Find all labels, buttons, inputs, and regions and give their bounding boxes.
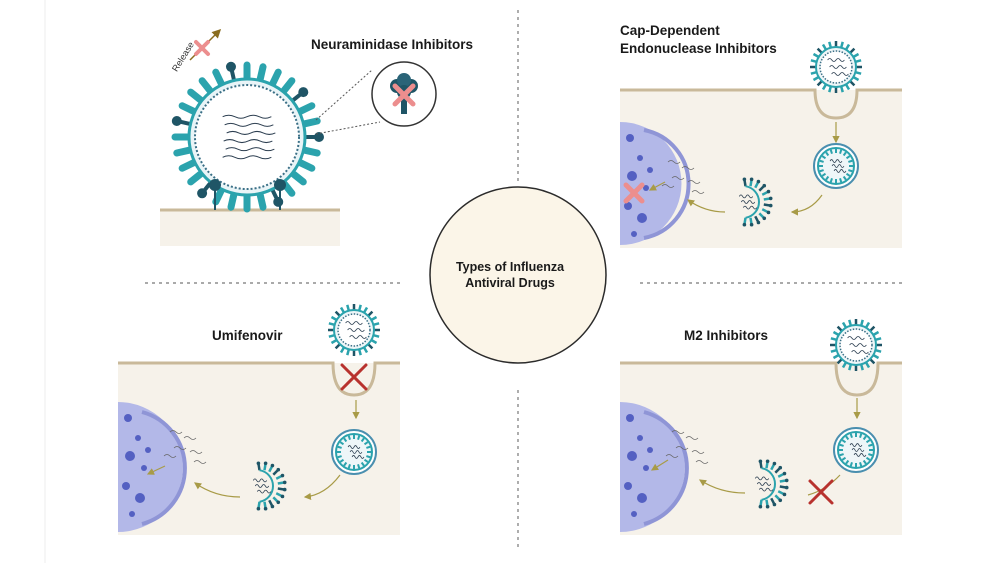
virion-icon: [328, 304, 380, 356]
cell-membrane: [620, 361, 902, 397]
arrow-icon: [303, 474, 341, 500]
virion-icon: [830, 319, 882, 371]
umifenovir-label: Umifenovir: [212, 328, 283, 343]
virion-icon: [738, 177, 773, 227]
virion-icon: [754, 459, 789, 509]
block-x-icon: [808, 479, 834, 505]
m2-inhibitors-label: M2 Inhibitors: [684, 328, 768, 343]
umifenovir-panel: [118, 304, 400, 535]
block-x-icon: [623, 182, 645, 204]
neuraminidase-label: Neuraminidase Inhibitors: [311, 37, 474, 52]
nucleus-dots: [122, 414, 151, 517]
virion-icon: [331, 429, 377, 475]
cap-dependent-panel: [620, 41, 902, 248]
title-line-1: Types of Influenza: [455, 260, 565, 274]
block-x-icon: [392, 83, 416, 107]
arrow-icon: [687, 199, 726, 213]
virion-icon: [810, 41, 862, 93]
block-x-icon: [340, 363, 368, 391]
page-title: Types of Influenza Antiviral Drugs: [432, 259, 588, 291]
cap-dependent-label-line2: Endonuclease Inhibitors: [620, 41, 777, 56]
cell-membrane: [118, 361, 400, 397]
arrow-icon: [790, 194, 823, 216]
nucleus-dots: [624, 414, 653, 517]
virion-icon: [252, 461, 287, 511]
block-x-icon: [194, 40, 210, 56]
nucleus-icon: [118, 402, 183, 532]
rna-fragments: [665, 430, 709, 464]
cell-surface: [160, 210, 340, 246]
center-circle: [429, 186, 607, 364]
m2-panel: [620, 319, 902, 535]
arrow-icon: [194, 482, 241, 498]
nucleus-icon: [620, 122, 682, 245]
rna-fragments: [661, 160, 705, 194]
neuraminidase-panel: [160, 28, 437, 246]
virion-icon: [171, 61, 324, 213]
cell-membrane: [620, 88, 902, 120]
nucleus-dots: [624, 134, 653, 237]
cap-dependent-label-line1: Cap-Dependent: [620, 23, 720, 38]
title-line-2: Antiviral Drugs: [465, 276, 555, 290]
virion-icon: [813, 143, 859, 189]
virion-icon: [833, 427, 879, 473]
rna-fragments: [163, 430, 207, 464]
arrow-icon: [698, 479, 746, 494]
